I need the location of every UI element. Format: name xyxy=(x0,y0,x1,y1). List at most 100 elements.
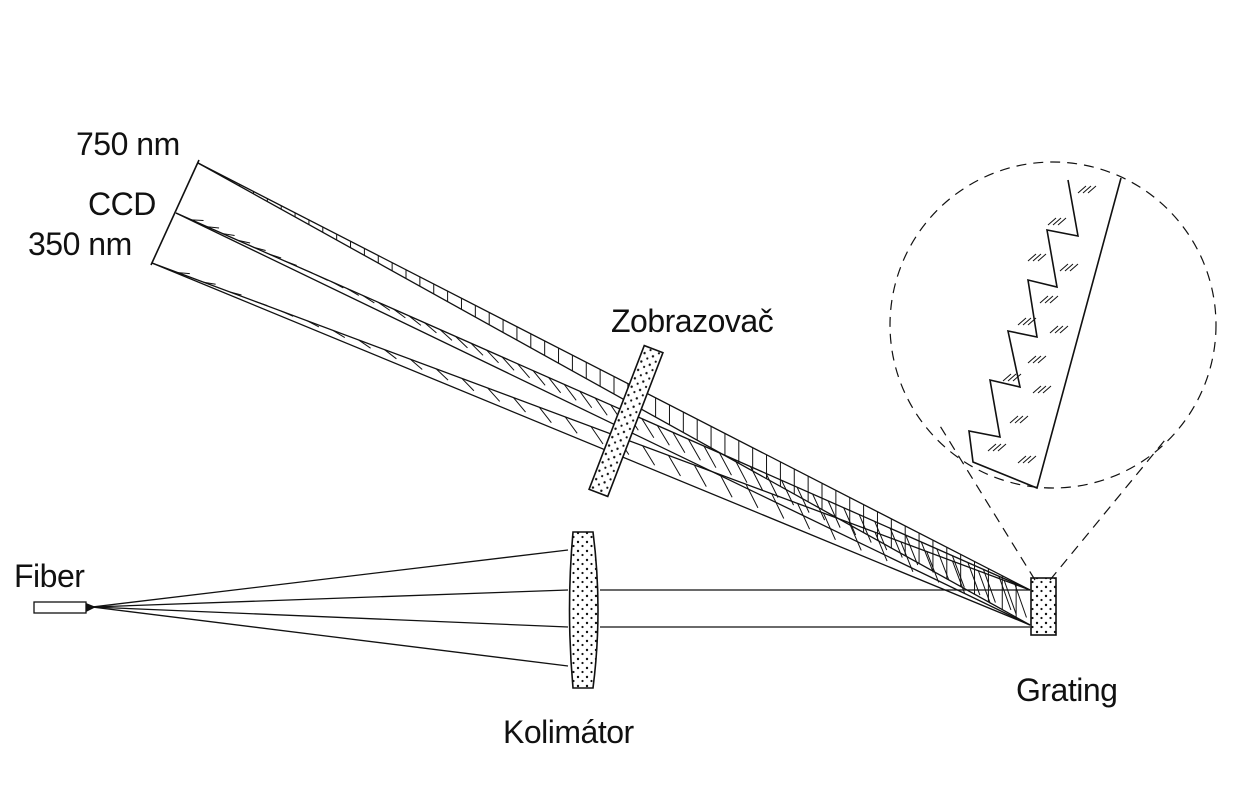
blaze-mark xyxy=(1022,317,1032,326)
blaze-mark xyxy=(1022,455,1032,464)
hatch-line xyxy=(848,522,862,551)
label-fiber: Fiber xyxy=(14,558,85,594)
blaze-mark xyxy=(1087,185,1097,194)
blaze-mark xyxy=(1049,325,1059,334)
hatch-line xyxy=(951,555,965,588)
beam-ccd-center-hatching xyxy=(191,219,1027,618)
hatch-line xyxy=(513,397,526,413)
blaze-mark xyxy=(987,443,997,452)
ccd-detector xyxy=(150,159,200,266)
hatch-line xyxy=(977,570,991,604)
blaze-mark xyxy=(1059,263,1069,272)
label-imager: Zobrazovač xyxy=(611,303,774,339)
label-ccd: CCD xyxy=(88,186,156,222)
blaze-mark xyxy=(1027,355,1037,364)
hatch-line xyxy=(822,512,836,541)
hatch-line xyxy=(668,455,681,477)
hatch-line xyxy=(703,445,717,468)
hatch-line xyxy=(719,474,733,498)
blaze-mark xyxy=(1032,385,1042,394)
fiber-rays xyxy=(91,549,569,667)
imager-lens xyxy=(588,344,664,498)
hatch-line xyxy=(1014,582,1027,618)
hatch-line xyxy=(998,576,1012,611)
hatch-line xyxy=(874,521,888,551)
blaze-marks xyxy=(987,185,1097,464)
hatch-line xyxy=(765,473,779,498)
blaze-mark xyxy=(1037,253,1047,262)
collimator-lens xyxy=(568,531,599,689)
hatch-line xyxy=(693,464,707,487)
hatch-line xyxy=(641,418,655,438)
hatch-line xyxy=(455,336,468,349)
hatch-line xyxy=(905,534,919,566)
hatch-line xyxy=(920,541,934,573)
hatch-line xyxy=(843,507,857,536)
label-collimator: Kolimátor xyxy=(503,714,634,750)
hatch-line xyxy=(563,384,577,401)
hatch-line xyxy=(191,219,204,221)
blaze-mark xyxy=(1037,355,1047,364)
blaze-mark xyxy=(997,443,1007,452)
blaze-mark xyxy=(1002,373,1012,382)
hatch-line xyxy=(409,358,423,370)
hatch-line xyxy=(771,493,785,519)
hatch-line xyxy=(470,342,484,356)
blaze-mark xyxy=(1032,355,1042,364)
blaze-mark xyxy=(1057,217,1067,226)
hatch-line xyxy=(461,378,475,392)
blaze-mark xyxy=(1007,373,1017,382)
blaze-mark xyxy=(1019,415,1029,424)
blaze-mark xyxy=(1017,317,1027,326)
blaze-mark xyxy=(1082,185,1092,194)
hatch-line xyxy=(796,486,810,513)
blaze-mark xyxy=(1039,295,1049,304)
blaze-mark xyxy=(1047,217,1057,226)
hatch-line xyxy=(936,548,950,581)
blaze-mark xyxy=(1009,415,1019,424)
hatch-line xyxy=(486,349,499,364)
hatch-line xyxy=(745,483,759,509)
label-750nm: 750 nm xyxy=(76,126,180,162)
blaze-mark xyxy=(1037,385,1047,394)
hatch-line xyxy=(439,329,453,341)
blaze-mark xyxy=(1027,253,1037,262)
hatch-line xyxy=(827,500,841,528)
hatch-line xyxy=(424,322,437,334)
blaze-mark xyxy=(1049,295,1059,304)
hatch-line xyxy=(874,532,888,562)
hatch-line xyxy=(594,397,608,416)
collimated-rays xyxy=(600,589,1030,628)
hatch-line xyxy=(642,445,656,466)
hatch-line xyxy=(687,438,701,461)
blaze-mark xyxy=(1069,263,1079,272)
blaze-mark xyxy=(1077,185,1087,194)
hatch-line xyxy=(982,569,996,603)
hatch-line xyxy=(719,452,732,476)
blaze-mark xyxy=(1014,415,1024,424)
label-grating: Grating xyxy=(1016,672,1118,708)
blaze-mark xyxy=(1032,253,1042,262)
blaze-mark xyxy=(1059,325,1069,334)
hatch-line xyxy=(926,551,940,583)
blaze-mark xyxy=(1017,455,1027,464)
hatch-line xyxy=(579,390,593,409)
blaze-mark xyxy=(1012,373,1022,382)
blaze-mark xyxy=(1054,325,1064,334)
hatch-line xyxy=(538,406,552,424)
grating-magnifier xyxy=(889,161,1217,581)
hatch-line xyxy=(487,387,501,402)
blaze-mark xyxy=(1064,263,1074,272)
blaze-mark xyxy=(1027,317,1037,326)
blaze-mark xyxy=(1044,295,1054,304)
hatch-line xyxy=(734,459,748,483)
hatch-line xyxy=(435,368,449,381)
blaze-mark xyxy=(1027,455,1037,464)
blaze-mark xyxy=(1052,217,1062,226)
hatch-line xyxy=(501,356,515,371)
dispersed-beam-edges xyxy=(151,162,1031,626)
hatch-line xyxy=(656,425,670,446)
hatch-line xyxy=(672,432,686,453)
grating-element xyxy=(1030,577,1057,636)
